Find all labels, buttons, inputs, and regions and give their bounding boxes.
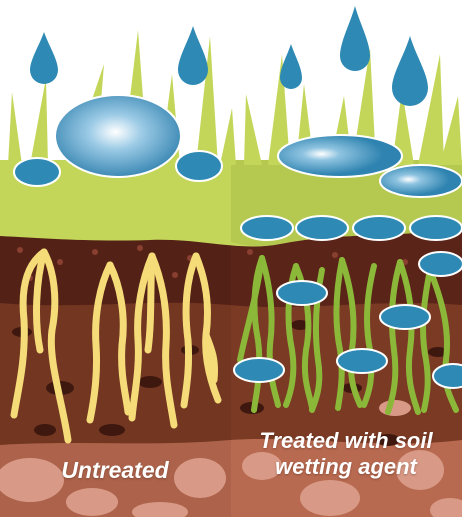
water-droplet-icon bbox=[233, 215, 462, 389]
raindrop-icon bbox=[30, 6, 428, 106]
water-droplet-icon bbox=[175, 150, 223, 182]
untreated-caption: Untreated bbox=[61, 457, 169, 483]
water-droplet-icon bbox=[277, 134, 403, 178]
water-droplet-icon bbox=[54, 94, 182, 178]
soil-middle-layer bbox=[0, 280, 462, 445]
stone-icon bbox=[0, 400, 462, 517]
water-droplet-icon bbox=[13, 157, 61, 187]
water-droplet-icon bbox=[379, 164, 462, 198]
root-icon bbox=[10, 248, 222, 444]
pebble-icon bbox=[12, 320, 448, 446]
treated-caption: Treated with soil wetting agent bbox=[259, 428, 433, 479]
